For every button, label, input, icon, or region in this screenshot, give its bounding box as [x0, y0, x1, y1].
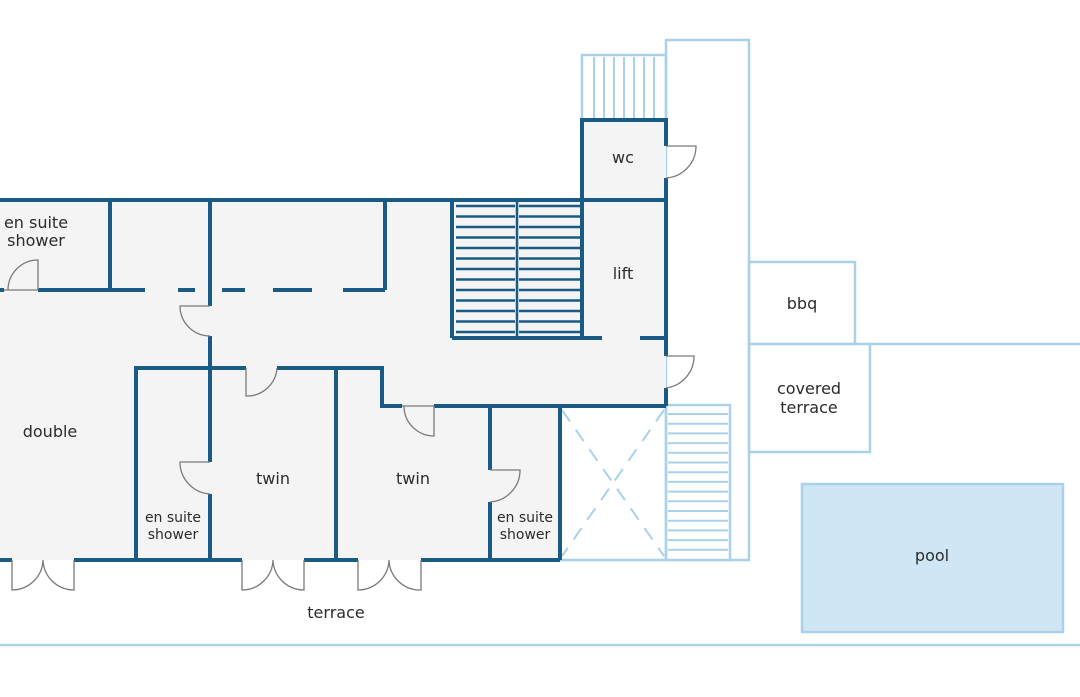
label-wc: wc	[612, 148, 634, 167]
room-labels: en suite shower double twin twin en suit…	[4, 148, 949, 622]
main-stairs	[456, 202, 580, 338]
label-lift: lift	[613, 264, 634, 283]
label-ensuite-right-1: en suite	[497, 510, 553, 526]
label-covered-terrace-2: terrace	[780, 398, 837, 417]
label-pool: pool	[915, 546, 949, 565]
label-ensuite-left-1: en suite	[145, 510, 201, 526]
walls	[0, 118, 668, 562]
label-ensuite-left-2: shower	[148, 527, 199, 543]
label-twin-left: twin	[256, 469, 290, 488]
label-bbq: bbq	[787, 294, 817, 313]
label-ensuite-top-1: en suite	[4, 213, 68, 232]
label-double: double	[23, 422, 78, 441]
top-stairs	[580, 53, 668, 122]
label-ensuite-right-2: shower	[500, 527, 551, 543]
label-ensuite-top-2: shower	[7, 231, 65, 250]
label-twin-right: twin	[396, 469, 430, 488]
covered-terrace-area	[747, 342, 872, 454]
doors	[4, 145, 697, 591]
pool	[800, 482, 1065, 634]
label-terrace: terrace	[307, 603, 364, 622]
label-covered-terrace-1: covered	[777, 379, 841, 398]
